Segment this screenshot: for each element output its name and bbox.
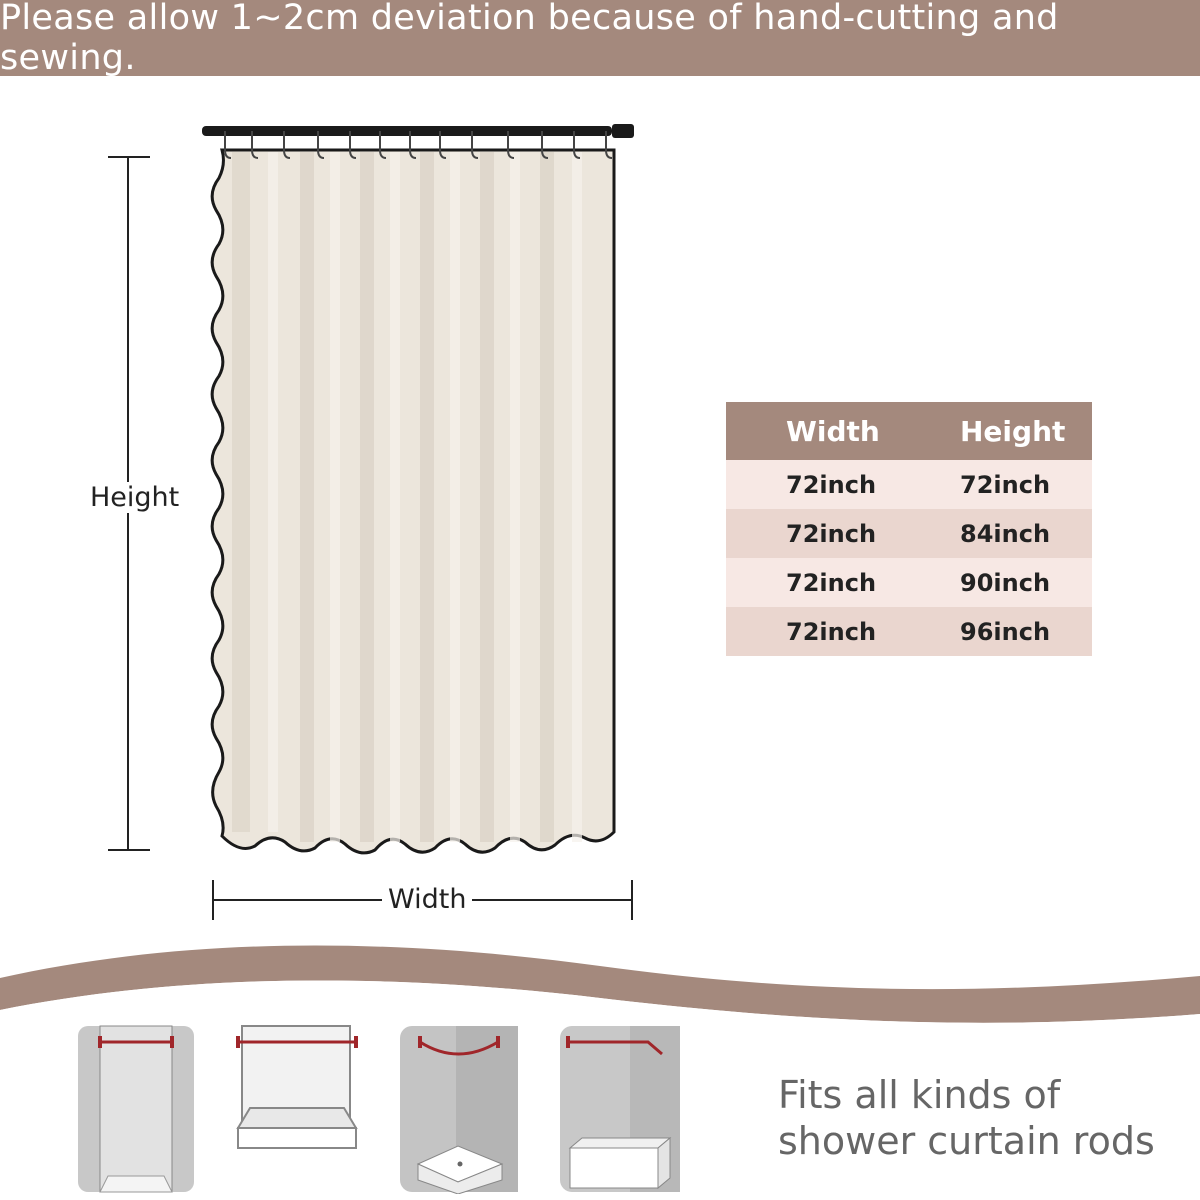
cell-width: 72inch bbox=[786, 470, 877, 499]
straight-rod-alcove-icon bbox=[78, 1025, 194, 1193]
cell-width: 72inch bbox=[786, 617, 877, 646]
cell-height: 84inch bbox=[960, 519, 1051, 548]
table-row: 72inch 72inch bbox=[726, 460, 1092, 509]
cell-width: 72inch bbox=[786, 568, 877, 597]
curtain-illustration bbox=[108, 124, 634, 920]
cell-height: 90inch bbox=[960, 568, 1051, 597]
cell-height: 96inch bbox=[960, 617, 1051, 646]
cell-height: 72inch bbox=[960, 470, 1051, 499]
size-table: Width Height 72inch 72inch 72inch 84inch… bbox=[726, 402, 1092, 656]
table-row: 72inch 84inch bbox=[726, 509, 1092, 558]
straight-rod-tub-icon bbox=[236, 1025, 358, 1149]
header-width: Width bbox=[786, 414, 880, 448]
l-shaped-rod-tub-icon bbox=[560, 1026, 680, 1192]
fits-all-rods-text: Fits all kinds of shower curtain rods bbox=[778, 1072, 1155, 1164]
table-row: 72inch 96inch bbox=[726, 607, 1092, 656]
size-table-header: Width Height bbox=[726, 402, 1092, 460]
banner-text: Please allow 1~2cm deviation because of … bbox=[0, 0, 1059, 78]
curtain-panel bbox=[210, 148, 616, 855]
height-label: Height bbox=[84, 482, 186, 513]
curtain-hooks bbox=[224, 131, 613, 159]
curved-rod-corner-icon bbox=[400, 1026, 518, 1194]
width-label: Width bbox=[382, 884, 473, 915]
curtain-rod bbox=[202, 124, 634, 138]
fits-text-line-2: shower curtain rods bbox=[778, 1119, 1155, 1163]
header-height: Height bbox=[960, 414, 1066, 448]
fits-text-line-1: Fits all kinds of bbox=[778, 1073, 1061, 1117]
table-row: 72inch 90inch bbox=[726, 558, 1092, 607]
top-banner: Please allow 1~2cm deviation because of … bbox=[0, 0, 1200, 78]
cell-width: 72inch bbox=[786, 519, 877, 548]
